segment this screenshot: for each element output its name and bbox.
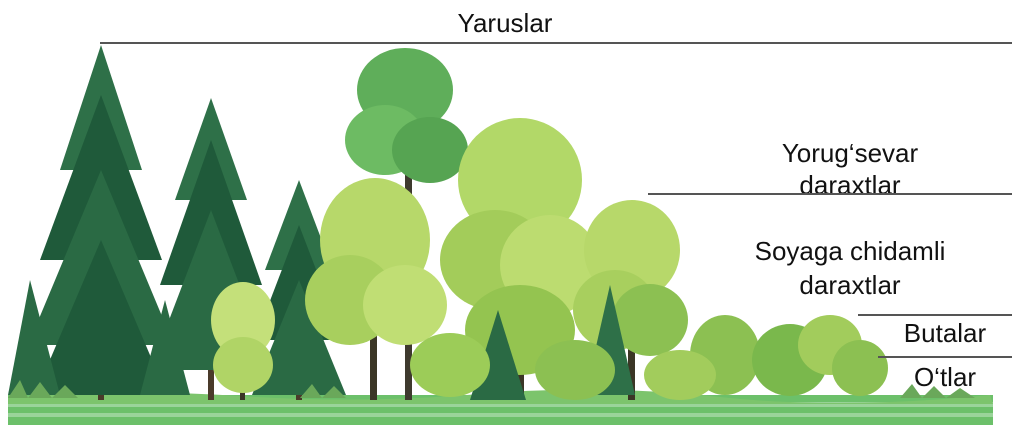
diagram-title: Yaruslar xyxy=(430,8,580,38)
spruce-1 xyxy=(28,45,174,400)
layer-label-light-trees-line2: daraxtlar xyxy=(700,170,1000,200)
light-trees-rule xyxy=(648,193,1012,195)
layer-label-shade-trees-line2: daraxtlar xyxy=(700,270,1000,300)
layer-label-grasses: O‘tlar xyxy=(880,362,1010,392)
title-rule xyxy=(100,42,1012,44)
shade-trees-rule xyxy=(858,314,1012,316)
layer-label-shade-trees-line1: Soyaga chidamli xyxy=(700,236,1000,266)
shrubs-rule xyxy=(878,356,1012,358)
small-light-tree xyxy=(211,282,275,400)
layer-label-light-trees-line1: Yorug‘sevar xyxy=(700,138,1000,168)
layer-label-shrubs: Butalar xyxy=(880,318,1010,348)
